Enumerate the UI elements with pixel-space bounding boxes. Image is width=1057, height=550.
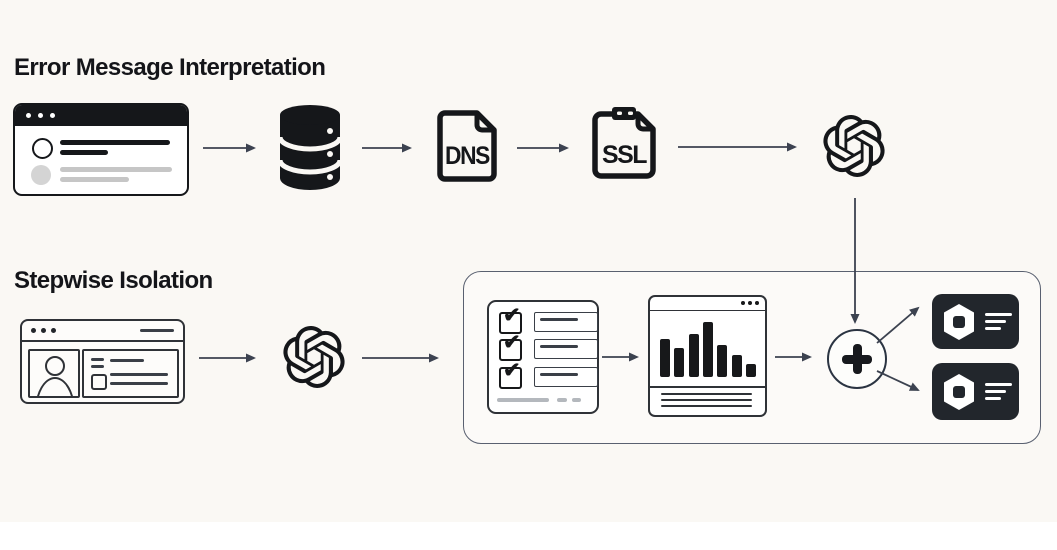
window-dot-icon	[38, 113, 43, 118]
diagnostic-checklist: ✔ ✔ ✔	[487, 300, 599, 414]
muted-dash	[557, 398, 567, 402]
window-dot-icon	[26, 113, 31, 118]
card-text-line	[985, 319, 1006, 324]
muted-progress-line	[497, 398, 549, 402]
error-text-line	[60, 140, 170, 145]
result-card	[932, 294, 1019, 349]
bar	[660, 339, 670, 377]
error-browser-window	[13, 103, 189, 196]
checkbox-icon: ✔	[499, 360, 522, 389]
card-text-line	[985, 396, 1001, 401]
card-text-lines	[985, 312, 1012, 331]
status-circle-icon	[32, 138, 53, 159]
check-icon: ✔	[503, 331, 521, 354]
session-details-panel	[82, 349, 179, 398]
user-profile-icon	[28, 349, 80, 398]
hexagon-node-icon	[944, 373, 974, 410]
bar	[731, 355, 742, 377]
divider	[650, 386, 765, 388]
window-dot-icon	[748, 301, 752, 305]
user-session-window	[20, 319, 185, 404]
check-icon: ✔	[503, 304, 521, 327]
flow1-title: Error Message Interpretation	[14, 54, 326, 81]
report-text-line	[661, 393, 752, 395]
titlebar-line	[140, 329, 174, 332]
database-icon	[277, 105, 343, 190]
result-card	[932, 363, 1019, 420]
detail-checkbox	[91, 374, 107, 390]
browser-titlebar	[22, 321, 183, 342]
openai-logo-icon	[283, 326, 345, 388]
hexagon-node-icon	[944, 303, 974, 340]
report-text-line	[661, 405, 752, 407]
bar	[688, 334, 699, 377]
window-dot-icon	[51, 328, 56, 333]
bar	[745, 364, 756, 377]
detail-line	[110, 373, 168, 376]
muted-dash	[572, 398, 581, 402]
browser-titlebar	[650, 297, 765, 311]
dns-file-icon: DNS	[437, 110, 497, 182]
metrics-report-window	[648, 295, 767, 417]
bar	[717, 345, 728, 377]
check-icon: ✔	[503, 359, 521, 382]
ssl-clipboard-icon: SSL	[592, 107, 656, 179]
muted-text-line	[60, 177, 129, 182]
checklist-row: ✔	[499, 305, 598, 334]
window-dot-icon	[755, 301, 759, 305]
window-dot-icon	[31, 328, 36, 333]
report-text-line	[661, 399, 752, 401]
bottom-margin-strip	[0, 522, 1057, 550]
plus-icon	[853, 344, 862, 374]
detail-line	[110, 382, 168, 385]
card-text-line	[985, 312, 1012, 317]
browser-titlebar	[15, 105, 187, 126]
window-dot-icon	[741, 301, 745, 305]
card-text-line	[985, 326, 1001, 331]
card-text-lines	[985, 382, 1012, 401]
checklist-row: ✔	[499, 360, 598, 389]
bar	[702, 322, 713, 377]
openai-logo-icon	[823, 115, 885, 177]
window-dot-icon	[50, 113, 55, 118]
mini-bar-chart	[660, 322, 756, 377]
detail-line	[110, 359, 144, 362]
muted-circle-icon	[31, 165, 51, 185]
checkbox-icon: ✔	[499, 332, 522, 361]
flow2-title: Stepwise Isolation	[14, 267, 213, 294]
card-text-line	[985, 382, 1012, 387]
card-text-line	[985, 389, 1006, 394]
window-dot-icon	[41, 328, 46, 333]
dns-label: DNS	[445, 142, 490, 170]
merge-node	[827, 329, 887, 389]
detail-dash	[91, 365, 104, 368]
checklist-item	[534, 367, 598, 387]
detail-dash	[91, 358, 104, 361]
checklist-row: ✔	[499, 332, 598, 361]
checklist-item	[534, 339, 598, 359]
ssl-label: SSL	[602, 141, 647, 169]
checkbox-icon: ✔	[499, 305, 522, 334]
error-text-line	[60, 150, 108, 155]
muted-text-line	[60, 167, 172, 172]
checklist-item	[534, 312, 598, 332]
bar	[674, 348, 685, 377]
